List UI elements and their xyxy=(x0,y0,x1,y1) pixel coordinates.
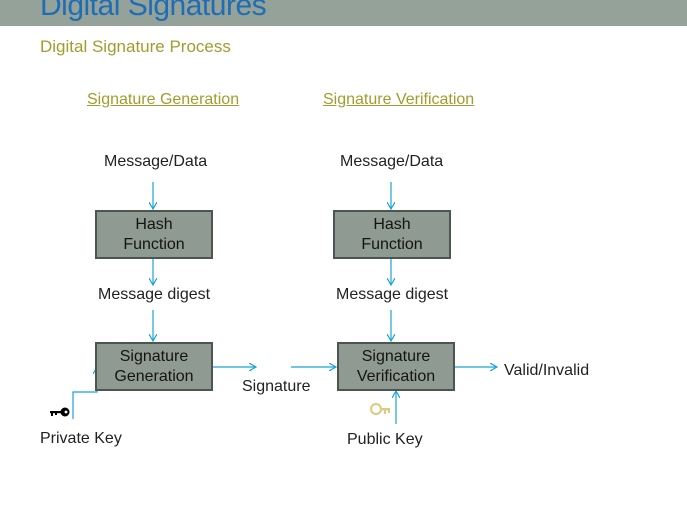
gen-hash-function-box: Hash Function xyxy=(95,210,213,259)
private-key-icon xyxy=(50,407,70,417)
arrow-private-key-to-generation xyxy=(72,367,97,419)
slide-title: Digital Signatures xyxy=(40,0,267,22)
generation-heading: Signature Generation xyxy=(87,91,240,108)
ver-digest-label: Message digest xyxy=(336,286,449,303)
ver-message-label: Message/Data xyxy=(340,153,444,170)
public-key-label: Public Key xyxy=(347,431,423,448)
gen-hash-line1: Hash xyxy=(135,215,173,233)
sig-ver-line1: Signature xyxy=(361,347,431,365)
title-bar: Digital Signatures xyxy=(0,0,687,26)
sig-ver-line2: Verification xyxy=(356,367,436,385)
ver-hash-function-box: Hash Function xyxy=(333,210,451,259)
verification-heading: Signature Verification xyxy=(323,91,475,108)
signature-verification-box: Signature Verification xyxy=(337,342,455,391)
gen-message-label: Message/Data xyxy=(104,153,208,170)
ver-hash-line2: Function xyxy=(361,235,423,253)
signature-generation-box: Signature Generation xyxy=(95,342,213,391)
sig-gen-line2: Generation xyxy=(114,367,194,385)
gen-digest-label: Message digest xyxy=(98,286,211,303)
signature-label: Signature xyxy=(242,378,311,395)
private-key-label: Private Key xyxy=(40,430,122,447)
gen-hash-line2: Function xyxy=(123,235,185,253)
result-label: Valid/Invalid xyxy=(504,362,590,379)
public-key-icon xyxy=(370,403,390,415)
slide-subtitle: Digital Signature Process xyxy=(40,37,231,56)
sig-gen-line1: Signature xyxy=(119,347,189,365)
ver-hash-line1: Hash xyxy=(373,215,411,233)
